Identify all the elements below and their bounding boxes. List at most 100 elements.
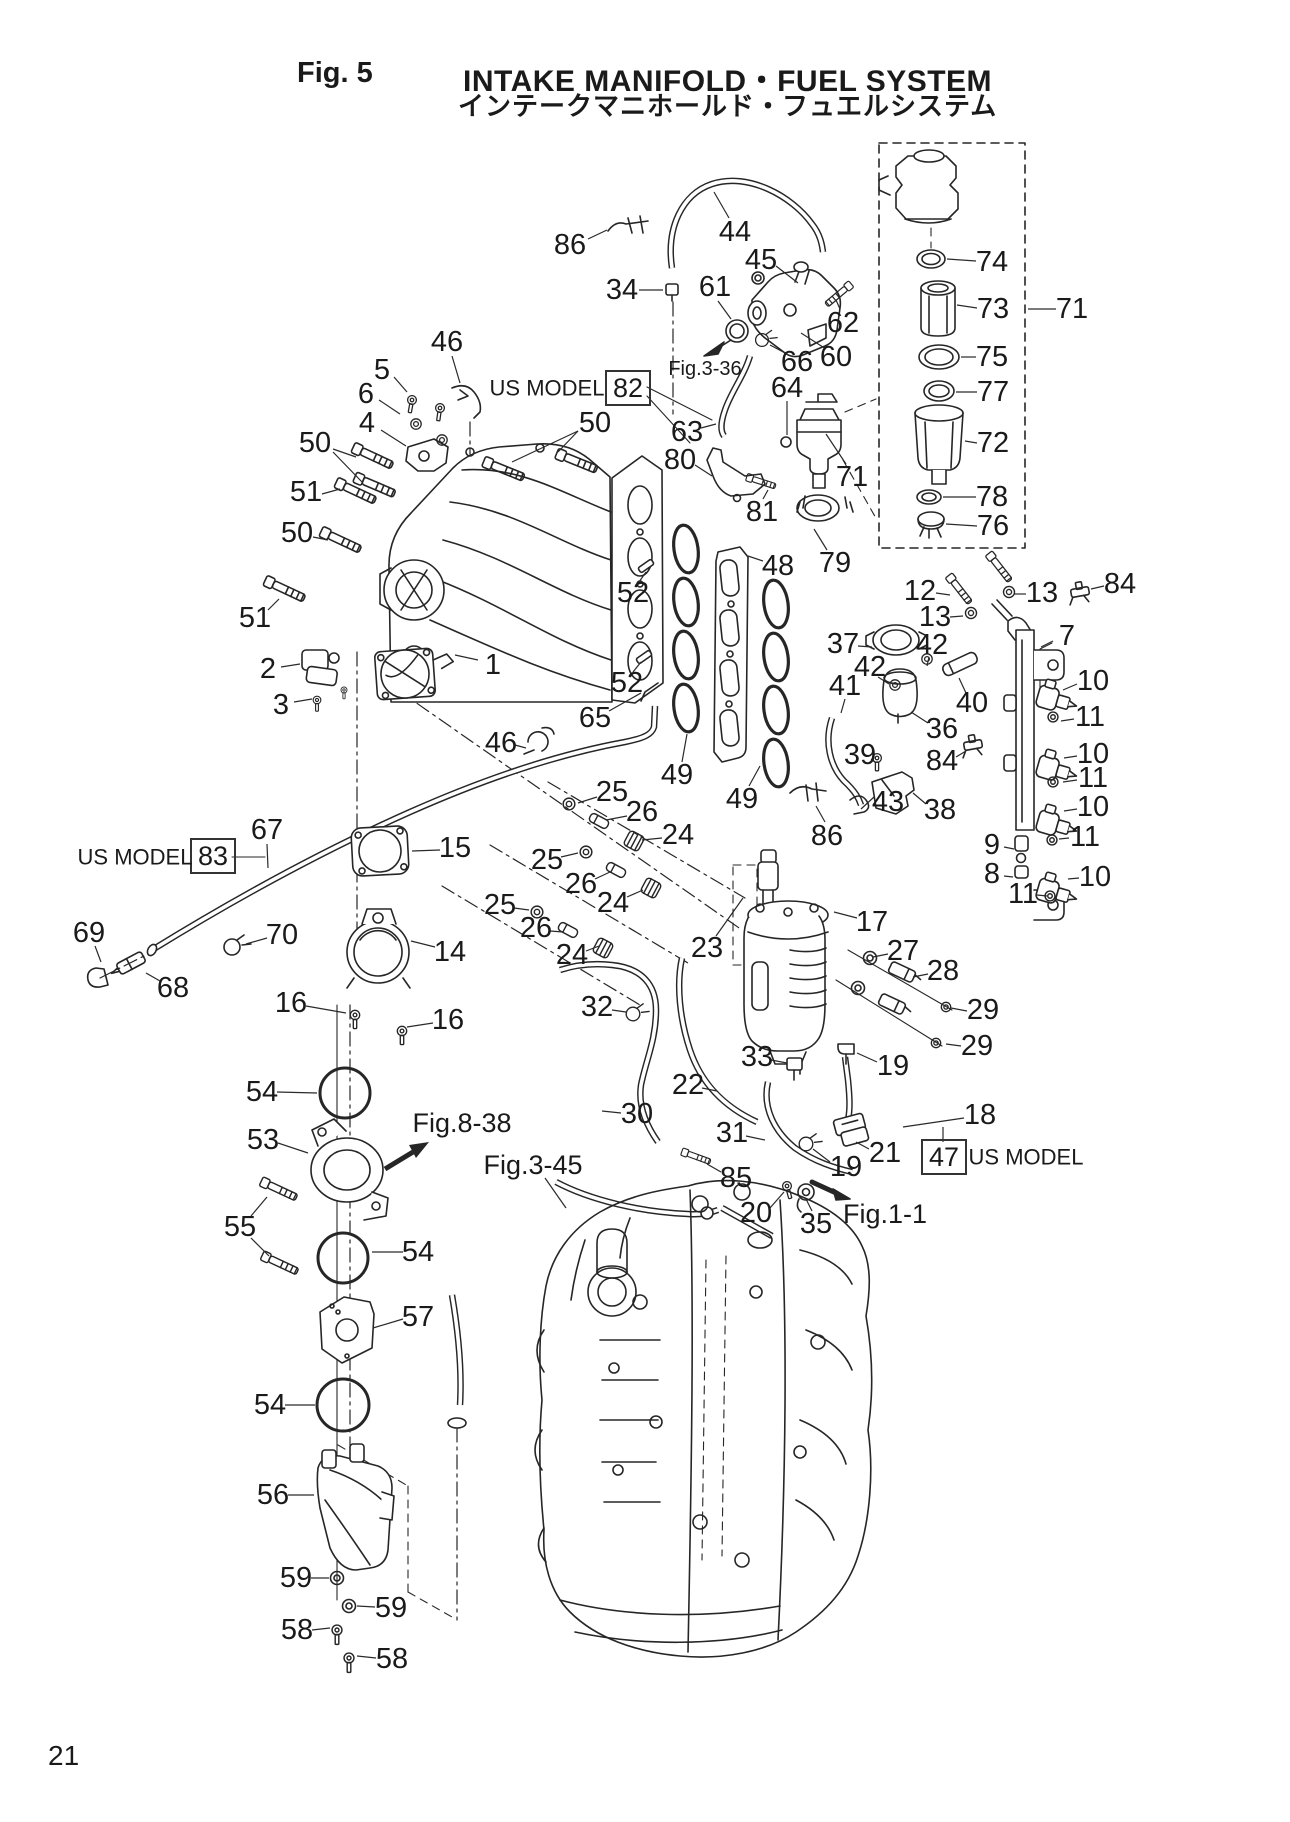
figure-number: Fig. 5 [297, 57, 373, 89]
leader-line [964, 440, 978, 444]
sensor-4 [405, 438, 449, 472]
fitting-65 [640, 682, 659, 702]
injector [1035, 803, 1078, 836]
clamp-70 [223, 934, 252, 956]
leader-line [713, 191, 730, 219]
valve-2 [301, 649, 348, 712]
part-label: 26 [565, 868, 597, 900]
fuel-filter-exploded-view [878, 142, 1026, 549]
leader-line [855, 1141, 870, 1150]
leader-line [311, 1627, 331, 1631]
leader-line [835, 299, 841, 310]
boxed-ref [605, 370, 651, 406]
hose-ends [146, 943, 714, 1429]
leader-line [762, 489, 769, 500]
part-label: Fig.3-45 [483, 1150, 582, 1180]
leader-line [747, 555, 764, 562]
part-label: Fig.8-38 [412, 1108, 511, 1138]
part-label: 76 [977, 510, 1009, 542]
part-label: 53 [247, 1124, 279, 1156]
part-label: 66 [781, 346, 813, 378]
leader-line [856, 1052, 878, 1063]
leader-line [601, 1110, 622, 1114]
part-label: 63 [671, 416, 703, 448]
clamp-86 [607, 215, 649, 234]
part-label: 19 [830, 1151, 862, 1183]
fuel-pump-assembly [607, 215, 855, 448]
leader-line [681, 733, 688, 763]
part-label: 46 [485, 727, 517, 759]
part-label: 50 [299, 427, 331, 459]
leader-line [560, 852, 579, 858]
leader-line [277, 1142, 309, 1154]
part-label: 18 [964, 1099, 996, 1131]
part-label: 58 [376, 1643, 408, 1675]
part-label: 12 [904, 575, 936, 607]
part-label: 47 [929, 1142, 959, 1172]
filter-cup-72 [914, 404, 964, 485]
part-label: 56 [257, 1479, 289, 1511]
part-label: 30 [621, 1098, 653, 1130]
page-title-japanese: インテークマニホールド・フュエルシステム [458, 91, 998, 121]
part-label: 46 [431, 326, 463, 358]
part-label: 49 [661, 759, 693, 791]
leader-line [626, 889, 644, 898]
screw-5 [404, 394, 418, 415]
part-label: US MODEL [490, 376, 605, 401]
filter-element-73 [920, 280, 956, 337]
part-label: 10 [1079, 861, 1111, 893]
leader-line [393, 376, 408, 393]
leader-line [266, 843, 269, 869]
part-label: 83 [198, 841, 228, 871]
throttle-column [258, 647, 455, 1674]
part-label: 62 [827, 307, 859, 339]
part-label: 50 [281, 517, 313, 549]
part-label: 85 [720, 1162, 752, 1194]
part-label: 43 [872, 786, 904, 818]
leader-line [638, 571, 647, 583]
part-label: 79 [819, 547, 851, 579]
leader-line [902, 1117, 965, 1128]
part-label: 11 [1070, 821, 1100, 853]
part-label: 80 [664, 444, 696, 476]
leader-line [94, 945, 102, 963]
part-label: 31 [716, 1117, 748, 1149]
pin-52 [637, 558, 655, 574]
part-label: 40 [956, 687, 988, 719]
part-label: 71 [1056, 293, 1088, 325]
leader-line [293, 698, 313, 703]
leader-line [250, 1237, 270, 1257]
leader-line [1062, 683, 1078, 691]
gasket-15 [350, 825, 410, 877]
part-label: 29 [961, 1030, 993, 1062]
part-label: 74 [976, 246, 1008, 278]
leader-line [411, 849, 441, 852]
fuel-rail [944, 550, 1092, 921]
leader-line [410, 940, 436, 948]
leader-line [380, 429, 407, 447]
clamp-46 [523, 726, 555, 755]
leader-line [945, 1043, 962, 1047]
leader-line [544, 1177, 567, 1209]
hoses [150, 177, 865, 1406]
part-label: 37 [827, 628, 859, 660]
leader-line [912, 792, 927, 805]
ring-64 [780, 436, 792, 448]
leader-line [605, 815, 628, 821]
leader-line [701, 1087, 718, 1092]
hose-67-fittings [86, 934, 252, 988]
part-label: 11 [1075, 701, 1105, 733]
o-ring-74 [916, 249, 946, 269]
leader-line [611, 1009, 627, 1013]
leader-line [955, 750, 967, 758]
part-label: 23 [691, 932, 723, 964]
leader-line [926, 656, 930, 667]
part-label: 17 [856, 906, 888, 938]
leader-line [372, 1318, 404, 1329]
part-label: 69 [73, 917, 105, 949]
part-label: 33 [741, 1041, 773, 1073]
leader-line [356, 1655, 377, 1659]
leader-line [870, 758, 877, 764]
leader-line [769, 344, 788, 355]
